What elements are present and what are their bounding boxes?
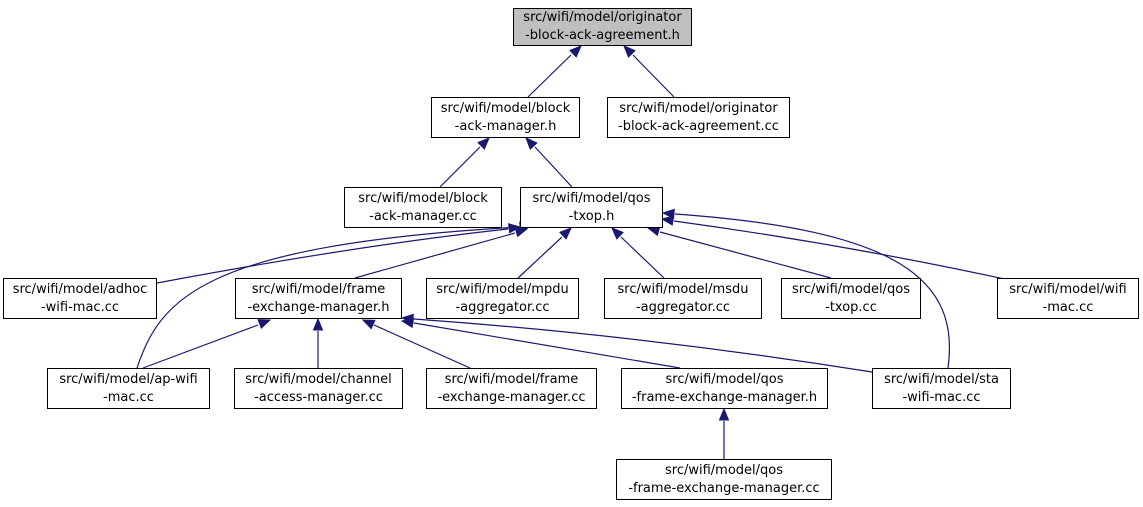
node-label-line1: src/wifi/model/block xyxy=(440,100,571,116)
edge-sta-cc-to-qos-txop-h xyxy=(661,208,950,369)
edge-bam-cc-to-bam-h xyxy=(439,137,490,188)
node-label-line2: -block-ack-agreement.cc xyxy=(618,118,779,134)
arrow-head xyxy=(361,319,376,330)
node-label-line2: -frame-exchange-manager.cc xyxy=(628,480,820,496)
edge-sta-cc-to-fem-h xyxy=(400,313,873,373)
node-mpdu-aggregator-cc[interactable]: src/wifi/model/mpdu -aggregator.cc xyxy=(426,278,579,319)
arrow-head xyxy=(611,227,624,240)
edge-line xyxy=(156,228,509,284)
edge-qos-txop-cc-to-qos-txop-h xyxy=(646,225,832,279)
node-label-line1: src/wifi/model/qos xyxy=(665,371,784,387)
arrow-head xyxy=(525,137,538,150)
edge-line xyxy=(373,324,471,369)
node-sta-wifi-mac-cc[interactable]: src/wifi/model/sta -wifi-mac.cc xyxy=(872,368,1011,409)
node-label-line1: src/wifi/model/originator xyxy=(619,100,778,116)
node-ap-wifi-mac-cc[interactable]: src/wifi/model/ap-wifi -mac.cc xyxy=(47,368,210,409)
arrow-head xyxy=(559,227,572,240)
edge-line xyxy=(632,54,675,98)
arrow-head xyxy=(477,137,490,150)
arrow-head xyxy=(312,317,324,331)
node-label-line2: -mac.cc xyxy=(103,389,154,405)
edge-qos-txop-h-to-bam-h xyxy=(525,137,573,188)
node-label-line2: -exchange-manager.h xyxy=(247,299,390,315)
edge-line xyxy=(673,220,1024,284)
edge-mpdu-cc-to-qos-txop-h xyxy=(517,227,572,279)
edge-line xyxy=(136,226,521,369)
arrow-head xyxy=(400,313,414,325)
node-label-line1: src/wifi/model/ap-wifi xyxy=(59,371,198,387)
node-block-ack-manager-cc[interactable]: src/wifi/model/block -ack-manager.cc xyxy=(344,187,502,228)
node-label-line2: -txop.cc xyxy=(825,299,877,315)
node-label-line1: src/wifi/model/frame xyxy=(251,281,386,297)
edge-originator-cc-to-originator-h xyxy=(623,45,675,98)
arrow-head xyxy=(660,215,675,226)
edge-adhoc-cc-to-qos-txop-h xyxy=(156,223,522,284)
edge-bam-h-to-originator-h xyxy=(527,45,582,98)
node-wifi-mac-cc[interactable]: src/wifi/model/wifi -mac.cc xyxy=(997,278,1139,319)
node-label-line1: src/wifi/model/qos xyxy=(532,190,651,206)
edge-wifi-mac-cc-to-qos-txop-h xyxy=(660,215,1024,284)
node-label-line1: src/wifi/model/block xyxy=(358,190,488,206)
edge-cam-cc-to-fem-h xyxy=(312,317,324,368)
edge-line xyxy=(659,231,832,279)
node-originator-block-ack-agreement-cc[interactable]: src/wifi/model/originator -block-ack-agr… xyxy=(607,97,790,138)
edge-fem-h-to-qos-txop-h xyxy=(354,227,529,279)
edge-line xyxy=(517,236,563,279)
node-frame-exchange-manager-cc[interactable]: src/wifi/model/frame -exchange-manager.c… xyxy=(426,368,597,409)
edge-line xyxy=(354,232,516,279)
node-originator-block-ack-agreement-h: src/wifi/model/originator -block-ack-agr… xyxy=(513,8,692,46)
node-label-line2: -block-ack-agreement.h xyxy=(525,28,680,43)
node-adhoc-wifi-mac-cc[interactable]: src/wifi/model/adhoc -wifi-mac.cc xyxy=(3,278,157,319)
edge-msdu-cc-to-qos-txop-h xyxy=(611,227,665,279)
arrow-head xyxy=(569,45,582,58)
node-label-line2: -exchange-manager.cc xyxy=(437,389,586,405)
node-label-line1: src/wifi/model/adhoc xyxy=(12,281,148,297)
node-label-line1: src/wifi/model/originator xyxy=(523,10,682,25)
node-label-line1: src/wifi/model/sta xyxy=(884,371,999,387)
node-qos-frame-exchange-manager-cc[interactable]: src/wifi/model/qos -frame-exchange-manag… xyxy=(616,459,832,500)
arrow-head xyxy=(623,45,636,58)
node-label-line1: src/wifi/model/qos xyxy=(664,462,783,478)
edge-line xyxy=(413,322,681,369)
edge-line xyxy=(534,146,573,188)
edge-fem-cc-to-fem-h xyxy=(361,319,471,369)
node-frame-exchange-manager-h[interactable]: src/wifi/model/frame -exchange-manager.h xyxy=(235,278,402,319)
node-label-line2: -access-manager.cc xyxy=(254,389,383,405)
edge-line xyxy=(142,324,259,369)
node-qos-txop-h[interactable]: src/wifi/model/qos -txop.h xyxy=(520,187,663,228)
node-label-line1: src/wifi/model/frame xyxy=(444,371,579,387)
node-label-line2: -txop.h xyxy=(568,208,615,224)
node-label-line2: -aggregator.cc xyxy=(455,299,550,315)
node-label-line2: -ack-manager.cc xyxy=(369,208,477,224)
node-label-line1: src/wifi/model/qos xyxy=(791,281,910,297)
node-label-line2: -wifi-mac.cc xyxy=(902,389,981,405)
edge-qfem-cc-to-qfem-h xyxy=(718,407,730,459)
edge-ap-cc-to-fem-h xyxy=(142,319,272,369)
node-label-line1: src/wifi/model/msdu xyxy=(617,281,749,297)
node-block-ack-manager-h[interactable]: src/wifi/model/block -ack-manager.h xyxy=(431,97,580,138)
node-label-line1: src/wifi/model/wifi xyxy=(1009,281,1127,297)
node-qos-frame-exchange-manager-h[interactable]: src/wifi/model/qos -frame-exchange-manag… xyxy=(621,368,828,409)
node-qos-txop-cc[interactable]: src/wifi/model/qos -txop.cc xyxy=(781,278,921,319)
node-label-line2: -wifi-mac.cc xyxy=(40,299,120,315)
edge-line xyxy=(439,146,481,188)
arrow-head xyxy=(661,208,675,220)
node-channel-access-manager-cc[interactable]: src/wifi/model/channel -access-manager.c… xyxy=(234,368,403,409)
edge-qfem-h-to-fem-h xyxy=(400,317,681,369)
node-msdu-aggregator-cc[interactable]: src/wifi/model/msdu -aggregator.cc xyxy=(604,278,762,319)
arrow-head xyxy=(718,407,730,421)
edge-line xyxy=(413,318,873,373)
node-label-line2: -frame-exchange-manager.h xyxy=(631,389,818,405)
edge-line xyxy=(674,213,950,369)
node-label-line2: -aggregator.cc xyxy=(635,299,731,315)
node-label-line2: -mac.cc xyxy=(1042,299,1094,315)
node-label-line1: src/wifi/model/mpdu xyxy=(436,281,569,297)
arrow-head xyxy=(257,319,272,329)
node-label-line1: src/wifi/model/channel xyxy=(245,371,392,387)
edge-line xyxy=(527,54,572,98)
node-label-line2: -ack-manager.h xyxy=(454,118,557,134)
edge-line xyxy=(620,236,665,279)
